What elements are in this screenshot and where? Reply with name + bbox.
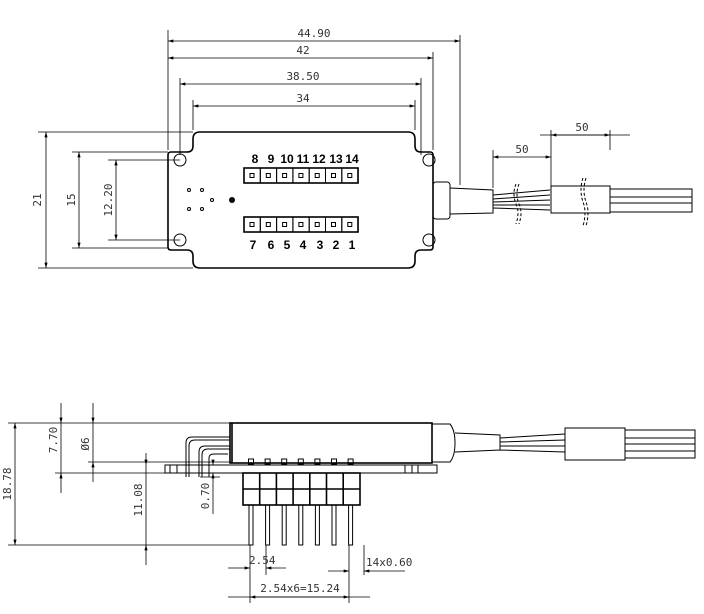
pin-top <box>314 458 321 465</box>
connector-cell <box>325 167 343 184</box>
mount-hole <box>422 153 436 167</box>
pin-pad <box>282 222 288 227</box>
pin-pad <box>249 173 255 178</box>
side-connector <box>242 472 361 506</box>
pin-top <box>281 458 288 465</box>
pin-label: 1 <box>349 238 356 252</box>
connector-cell <box>341 216 359 233</box>
connector-cell <box>292 167 310 184</box>
connector-cell <box>276 167 294 184</box>
dim-overall-length: 44.90 <box>297 27 330 40</box>
connector-cell <box>292 216 310 233</box>
top-dimensions: 44.90 42 38.50 34 21 15 12.20 50 50 <box>31 27 630 269</box>
pin-label: 6 <box>268 238 275 252</box>
pin <box>348 504 354 546</box>
pin-top <box>331 458 337 465</box>
pin-label: 8 <box>252 152 259 166</box>
side-dimensions: 18.78 7.70 Ø6 11.08 0.70 2.54 14x0.60 <box>1 403 412 603</box>
connector-cell <box>341 167 359 184</box>
pin-top <box>248 458 254 465</box>
pin <box>298 504 304 546</box>
pin-pad <box>298 173 304 178</box>
module-body <box>229 422 433 464</box>
dim-plate-length: 42 <box>296 44 309 57</box>
pcb <box>164 464 438 474</box>
pin-pad <box>282 173 288 178</box>
dim-tab-height: 15 <box>65 193 78 206</box>
pin <box>314 504 320 546</box>
pin-label: 9 <box>268 152 275 166</box>
led-dots <box>187 188 235 211</box>
pin-labels-bottom: 7 6 5 4 3 2 1 <box>250 238 356 252</box>
pin <box>281 504 287 546</box>
pin-pad <box>265 222 271 227</box>
pin-label: 13 <box>329 152 343 166</box>
pin-pad <box>331 173 336 178</box>
pin-label: 11 <box>297 152 310 166</box>
dim-body-height: 7.70 <box>47 427 60 454</box>
dim-pin-span: 2.54x6=15.24 <box>260 582 340 595</box>
connector-cell <box>243 216 261 233</box>
connector-cell <box>308 216 327 233</box>
pin-pad <box>265 173 271 178</box>
dim-pcb-thickness: 0.70 <box>199 483 212 510</box>
dim-body-length: 34 <box>296 92 310 105</box>
pin-label: 12 <box>312 152 326 166</box>
pin-pad <box>347 222 353 227</box>
connector-cell <box>308 167 327 184</box>
pin-label: 5 <box>284 238 291 252</box>
dim-hole-spacing-x: 38.50 <box>286 70 319 83</box>
side-view: 18.78 7.70 Ø6 11.08 0.70 2.54 14x0.60 <box>1 403 696 603</box>
connector-cell <box>259 167 278 184</box>
pin-top <box>347 458 354 465</box>
pin-pad <box>249 222 255 227</box>
pin <box>265 504 271 546</box>
dim-total-height: 18.78 <box>1 467 14 500</box>
connector-cell <box>243 167 261 184</box>
pin-top <box>297 458 304 465</box>
connector-top-row <box>243 167 359 184</box>
pin-label: 3 <box>317 238 324 252</box>
dim-height: 21 <box>31 193 44 206</box>
pin-pad <box>331 222 336 227</box>
pin-pad <box>298 222 304 227</box>
dim-cable-length-1: 50 <box>515 143 528 156</box>
pin-label: 14 <box>345 152 359 166</box>
dim-pin-length: 11.08 <box>132 483 145 516</box>
pin-labels-top: 8 9 10 11 12 13 14 <box>252 152 359 166</box>
pin-label: 2 <box>333 238 340 252</box>
mount-hole <box>422 233 436 247</box>
pin <box>248 504 254 546</box>
connector-cell <box>259 216 278 233</box>
pin-label: 7 <box>250 238 257 252</box>
dim-pin-width: 14x0.60 <box>366 556 412 569</box>
pin-pad <box>347 173 353 178</box>
connector-cell <box>325 216 343 233</box>
fiber-cable <box>432 177 693 227</box>
dim-hole-spacing-y: 12.20 <box>102 183 115 216</box>
connector-cell <box>276 216 294 233</box>
top-view: 8 9 10 11 12 13 14 7 6 5 4 3 2 1 <box>31 27 693 269</box>
dim-pin-pitch: 2.54 <box>249 554 276 567</box>
pin-pad <box>314 173 320 178</box>
dim-cable-length-2: 50 <box>575 121 588 134</box>
pin <box>331 504 337 546</box>
pin-label: 4 <box>300 238 307 252</box>
pin-top <box>264 458 271 465</box>
pin-pad <box>314 222 320 227</box>
dim-diameter: Ø6 <box>79 437 92 450</box>
fiber-lead <box>185 436 230 477</box>
connector-bottom-row <box>243 216 359 233</box>
pin-label: 10 <box>280 152 294 166</box>
